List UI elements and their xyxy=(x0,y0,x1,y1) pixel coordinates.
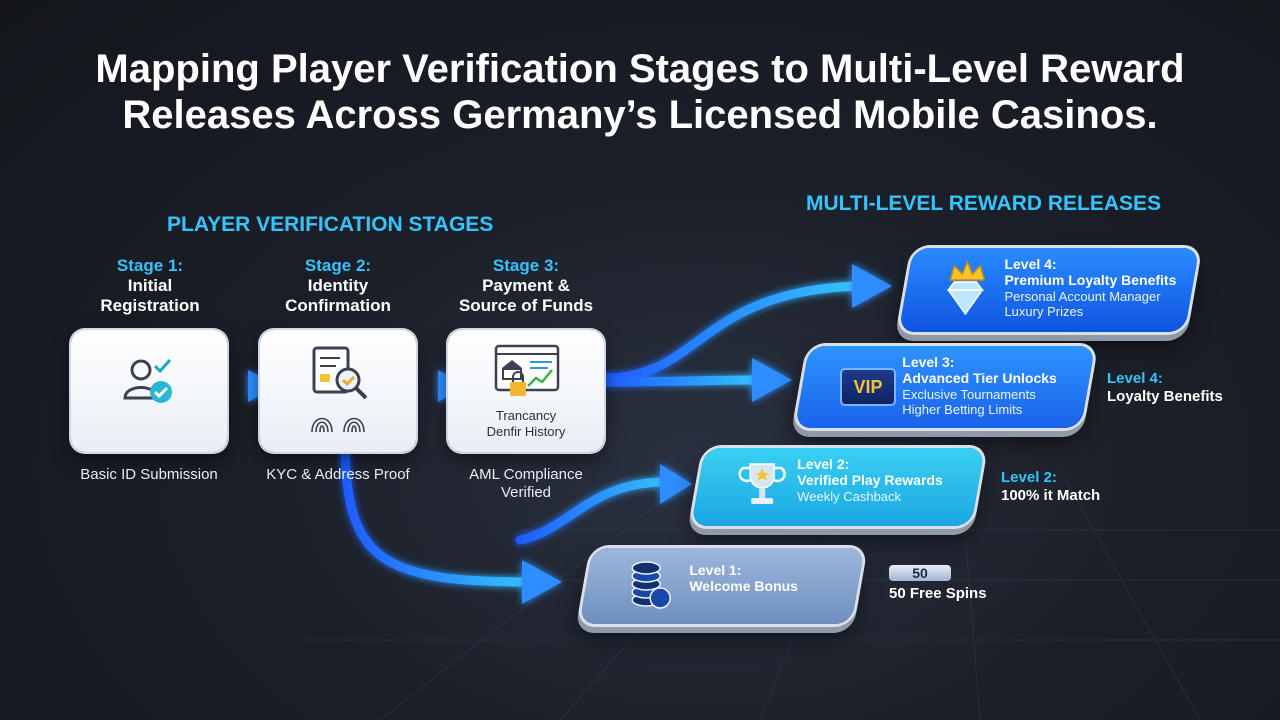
arrowhead-level2 xyxy=(660,464,692,504)
rewards-heading: MULTI-LEVEL REWARD RELEASES xyxy=(806,192,1162,215)
side-note-level-2-label: Level 2: xyxy=(1001,469,1057,486)
stage-3-card-line1: Trancancy xyxy=(495,408,557,423)
level-3-name: Advanced Tier Unlocks xyxy=(902,370,1057,386)
level-1-label: Level 1: xyxy=(689,562,742,578)
stage-2-caption: KYC & Address Proof xyxy=(266,466,410,483)
level-2-detail-1: Weekly Cashback xyxy=(797,489,902,504)
stage-3-name-line2: Source of Funds xyxy=(458,296,594,315)
page-title: Mapping Player Verification Stages to Mu… xyxy=(0,46,1280,138)
arrowhead-level4 xyxy=(852,264,892,308)
level-1-name: Welcome Bonus xyxy=(689,578,798,594)
level-3-card: VIP Level 3: Advanced Tier Unlocks Exclu… xyxy=(794,346,1096,428)
stage-2-name-line1: Identity xyxy=(307,276,369,295)
level-4-card: Level 4: Premium Loyalty Benefits Person… xyxy=(898,248,1200,332)
level-3-detail-1: Exclusive Tournaments xyxy=(902,387,1036,402)
stage-2-header: Stage 2: Identity Confirmation xyxy=(243,256,433,316)
stage-2-number: Stage 2: xyxy=(304,256,372,275)
casino-chips-icon xyxy=(631,561,671,609)
side-note-level-1: 50 50 Free Spins xyxy=(889,565,987,603)
side-note-level-2: Level 2: 100% it Match xyxy=(1001,469,1100,505)
level-3-detail-2: Higher Betting Limits xyxy=(902,402,1023,417)
stage-2-card xyxy=(260,330,416,452)
level-4-text: Level 4: Premium Loyalty Benefits Person… xyxy=(1004,256,1194,319)
side-note-level-4-text: Loyalty Benefits xyxy=(1107,388,1223,405)
side-note-level-2-text: 100% it Match xyxy=(1001,487,1101,504)
level-4-name: Premium Loyalty Benefits xyxy=(1004,272,1177,288)
level-4-label: Level 4: xyxy=(1004,256,1057,272)
level-4-detail-2: Luxury Prizes xyxy=(1004,304,1084,319)
stage-1-header: Stage 1: Initial Registration xyxy=(55,256,245,316)
stage-3-caption: AML Compliance Verified xyxy=(426,466,626,502)
arrow-to-level3 xyxy=(601,375,765,387)
level-2-name: Verified Play Rewards xyxy=(797,472,943,488)
arrow-to-level4 xyxy=(601,281,865,383)
stage-3-caption-line2: Verified xyxy=(500,484,552,501)
stage-1-name-line2: Registration xyxy=(100,296,200,315)
stage-3-number: Stage 3: xyxy=(492,256,560,275)
trophy-icon xyxy=(738,463,786,504)
title-line-2: Releases Across Germany’s Licensed Mobil… xyxy=(122,93,1158,137)
document-magnifier-icon xyxy=(312,346,368,400)
stage-1-card xyxy=(71,330,227,452)
stage-3-header: Stage 3: Payment & Source of Funds xyxy=(431,256,621,316)
crown-diamond-icon xyxy=(946,260,986,316)
arrowhead-level3 xyxy=(752,358,792,402)
arrow-to-level1 xyxy=(340,435,535,587)
stage-1-name-line1: Initial xyxy=(127,276,173,295)
side-note-level-4-label: Level 4: xyxy=(1107,370,1163,387)
level-4-detail-1: Personal Account Manager xyxy=(1004,289,1161,304)
level-3-label: Level 3: xyxy=(902,354,955,370)
arrowhead-level1 xyxy=(522,560,562,604)
bank-lock-chart-icon xyxy=(494,344,560,396)
level-1-card: Level 1: Welcome Bonus xyxy=(579,548,865,624)
level-2-text: Level 2: Verified Play Rewards Weekly Ca… xyxy=(797,456,977,504)
level-1-text: Level 1: Welcome Bonus xyxy=(689,562,849,595)
side-note-level-1-text: 50 Free Spins xyxy=(889,585,987,602)
arrow-to-level2 xyxy=(515,477,675,545)
stage-3-card: Trancancy Denfir History xyxy=(448,330,604,452)
stage-1-caption: Basic ID Submission xyxy=(80,466,218,483)
side-note-level-4: Level 4: Loyalty Benefits xyxy=(1107,370,1223,406)
stage-1-number: Stage 1: xyxy=(116,256,184,275)
stage-3-name-line1: Payment & xyxy=(482,276,570,295)
user-check-icon xyxy=(123,358,172,403)
level-3-text: Level 3: Advanced Tier Unlocks Exclusive… xyxy=(902,354,1082,417)
stage-3-caption-line1: AML Compliance xyxy=(469,466,583,483)
title-line-1: Mapping Player Verification Stages to Mu… xyxy=(95,47,1185,91)
stage-3-card-line2: Denfir History xyxy=(486,424,566,439)
verification-heading: PLAYER VERIFICATION STAGES xyxy=(167,213,494,236)
level-2-label: Level 2: xyxy=(797,456,850,472)
free-spins-pill: 50 xyxy=(889,565,951,581)
fingerprint-icon xyxy=(311,417,365,433)
vip-card-icon: VIP xyxy=(840,368,896,406)
stage-2-name-line2: Confirmation xyxy=(285,296,391,315)
level-2-card: Level 2: Verified Play Rewards Weekly Ca… xyxy=(691,448,985,526)
